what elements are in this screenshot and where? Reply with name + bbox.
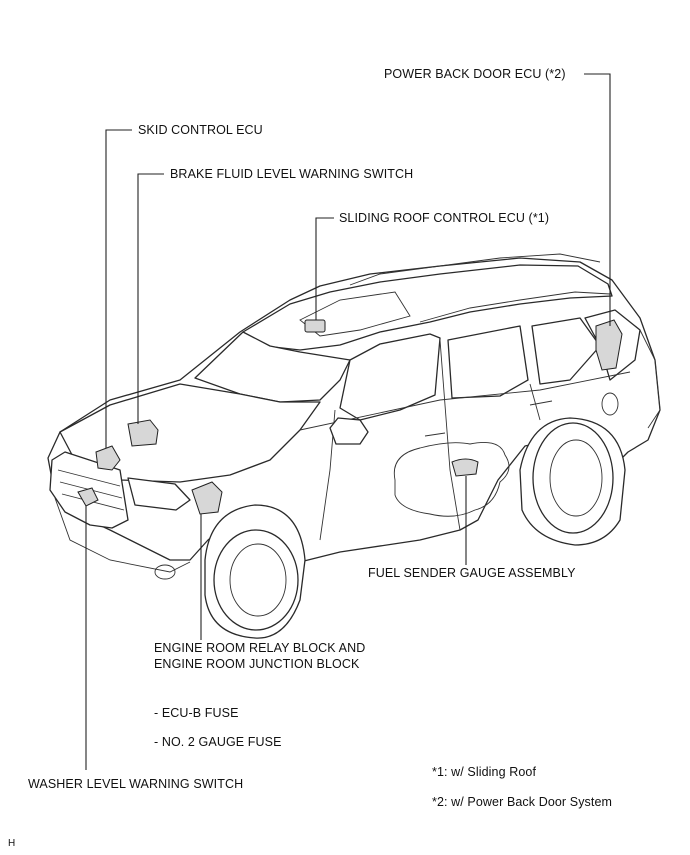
note-power-back-door-system: *2: w/ Power Back Door System: [432, 795, 613, 809]
washer-switch-part: [77, 487, 99, 507]
label-fuel-sender-gauge-assembly: FUEL SENDER GAUGE ASSEMBLY: [368, 566, 576, 580]
power-back-door-ecu-part: [595, 319, 623, 371]
sliding-roof-ecu-part: [304, 319, 326, 333]
engine-room-relay-block-part: [191, 481, 223, 515]
leader-lines: [85, 73, 611, 770]
brake-fluid-switch-part: [127, 419, 159, 447]
fuel-sender-part: [451, 458, 479, 477]
label-ecu-b-fuse: - ECU-B FUSE: [154, 706, 239, 720]
component-parts: [77, 319, 623, 515]
label-washer-level-warning-switch: WASHER LEVEL WARNING SWITCH: [28, 777, 244, 791]
corner-mark: H: [8, 838, 16, 849]
label-skid-control-ecu: SKID CONTROL ECU: [138, 123, 263, 137]
label-sliding-roof-control-ecu: SLIDING ROOF CONTROL ECU (*1): [339, 211, 550, 225]
label-engine-room-junction-block: ENGINE ROOM JUNCTION BLOCK: [154, 657, 360, 671]
label-brake-fluid-level-warning-switch: BRAKE FLUID LEVEL WARNING SWITCH: [170, 167, 414, 181]
skid-control-ecu-part: [95, 445, 121, 471]
label-power-back-door-ecu: POWER BACK DOOR ECU (*2): [384, 67, 566, 81]
label-no2-gauge-fuse: - NO. 2 GAUGE FUSE: [154, 735, 282, 749]
note-sliding-roof: *1: w/ Sliding Roof: [432, 765, 537, 779]
label-engine-room-relay-block: ENGINE ROOM RELAY BLOCK AND: [154, 641, 366, 655]
